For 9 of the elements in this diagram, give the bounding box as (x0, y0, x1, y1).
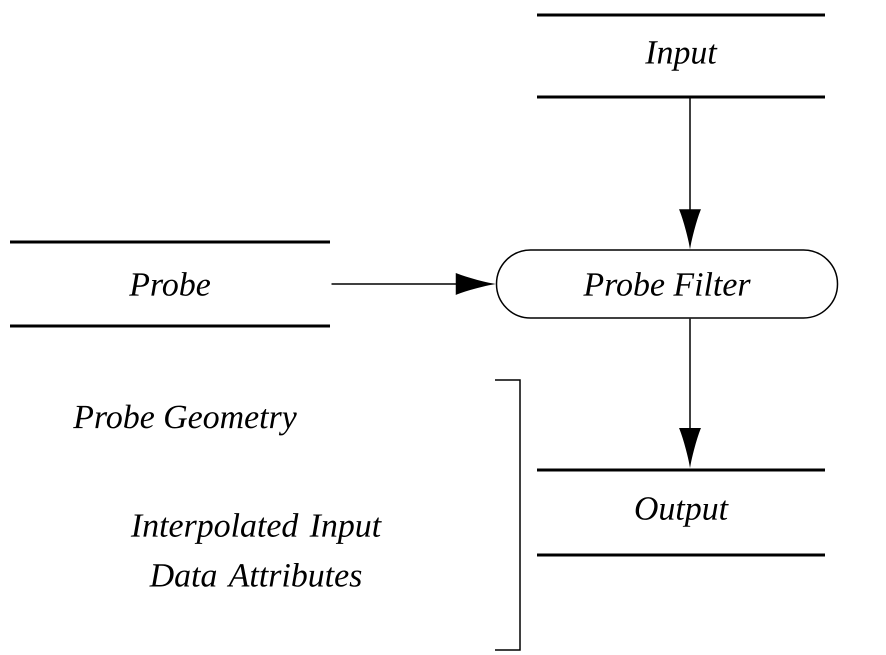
data-store: Input (537, 14, 825, 98)
process-terminal: Probe Filter (496, 249, 838, 319)
arrow (679, 98, 701, 246)
arrow (679, 318, 701, 465)
label: Probe Geometry (73, 404, 297, 436)
data-store: Probe (10, 240, 330, 328)
label: Interpolated Input Data Attributes (130, 513, 382, 587)
data-store: Output (537, 468, 825, 556)
arrow (332, 273, 492, 295)
